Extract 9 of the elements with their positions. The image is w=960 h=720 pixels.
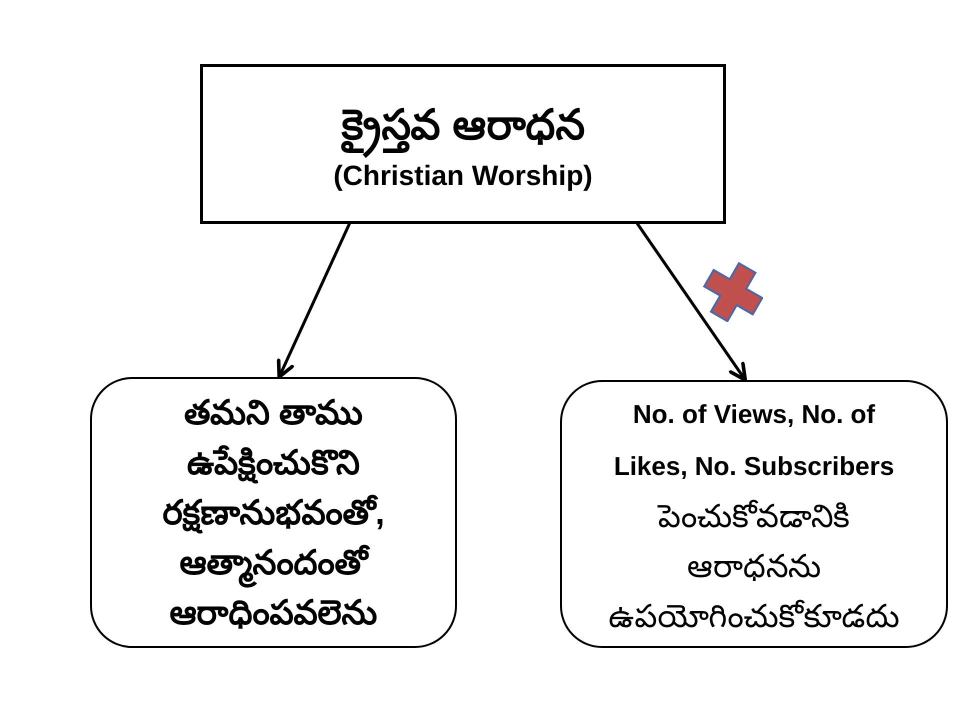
arrow — [276, 222, 351, 379]
arrow — [636, 222, 748, 382]
body-text: తమని తాము ఉపేక్షించుకొని రక్షణానుభవంతో, ఆత్మానందంతో ఆరాధింపవలెను — [161, 392, 386, 634]
heading-text: క్రైస్తవ ఆరాధన — [223, 93, 703, 157]
body-text: No. of Views, No. of Likes, No. Subscribers పెంచుకోవడానికి ఆరాధనను ఉపయోగించుకోకూడదు — [608, 398, 900, 636]
rounded-box — [560, 380, 948, 648]
subtitle-text: (Christian Worship) — [332, 159, 594, 193]
heading-box — [200, 64, 726, 224]
rounded-box — [90, 377, 457, 648]
